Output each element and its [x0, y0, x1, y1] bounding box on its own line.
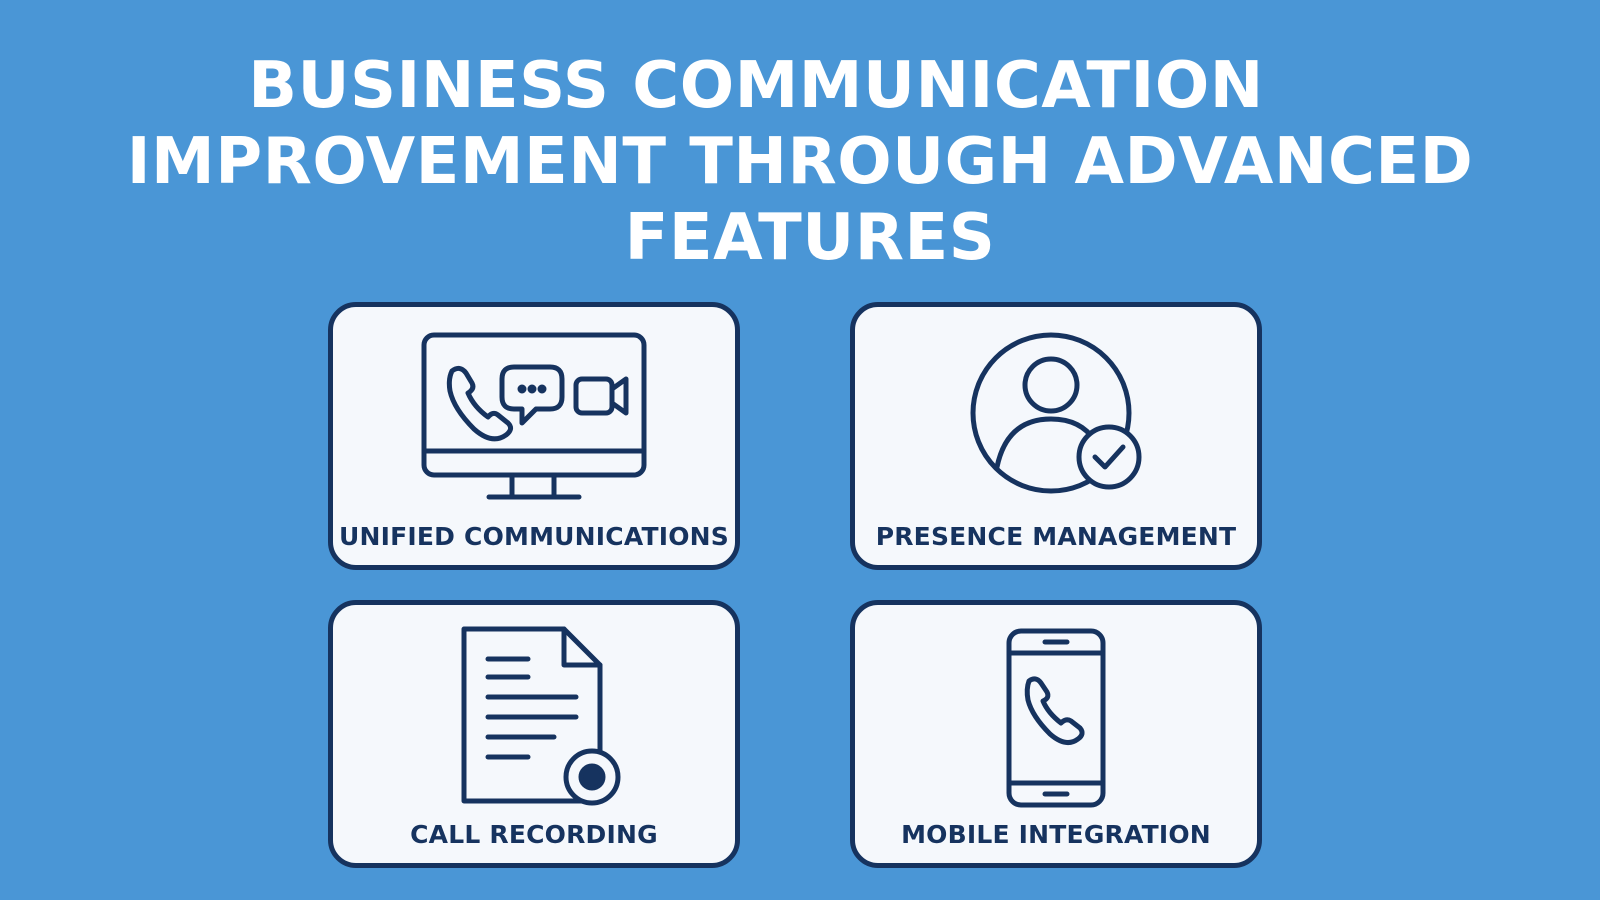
feature-card-unified-communications: UNIFIED COMMUNICATIONS	[328, 302, 740, 570]
page-title-line-3: FEATURES	[624, 201, 996, 275]
feature-card-presence-management: PRESENCE MANAGEMENT	[850, 302, 1262, 570]
mobile-phone-icon	[1006, 628, 1106, 808]
feature-label: CALL RECORDING	[410, 820, 658, 849]
user-check-icon	[970, 332, 1142, 494]
feature-label: PRESENCE MANAGEMENT	[875, 522, 1237, 551]
feature-card-call-recording: CALL RECORDING	[328, 600, 740, 868]
document-record-icon	[461, 626, 621, 806]
page-title-line-1: BUSINESS COMMUNICATION	[248, 49, 1264, 123]
feature-label: MOBILE INTEGRATION	[901, 820, 1211, 849]
monitor-communications-icon	[421, 332, 647, 500]
feature-label: UNIFIED COMMUNICATIONS	[338, 522, 729, 551]
page-title-line-2: IMPROVEMENT THROUGH ADVANCED	[126, 125, 1474, 199]
feature-card-mobile-integration: MOBILE INTEGRATION	[850, 600, 1262, 868]
